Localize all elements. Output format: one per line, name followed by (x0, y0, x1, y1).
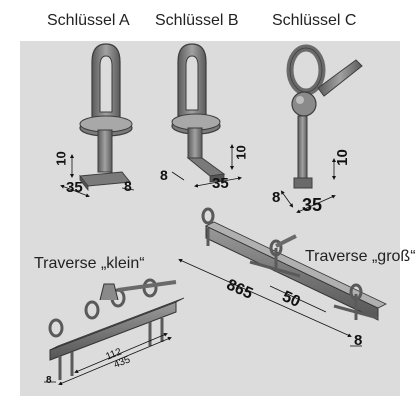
key-c-dim-length: 35 (302, 195, 323, 215)
key-c-title: Schlüssel C (272, 12, 357, 29)
traverse-large-drawing (178, 207, 387, 347)
traverse-small-dim-width: 8 (46, 375, 52, 386)
key-b-title: Schlüssel B (155, 12, 239, 29)
key-a-dim-height: 10 (53, 151, 69, 166)
traverse-large-dim-width: 8 (354, 332, 363, 349)
key-c-dim-height: 10 (333, 149, 351, 166)
key-a-dim-length: 35 (66, 179, 83, 196)
traverse-small-drawing (44, 278, 185, 386)
key-a-title: Schlüssel A (47, 12, 130, 29)
traverse-small-title: Traverse „klein“ (34, 255, 145, 272)
key-b-dim-length: 35 (212, 175, 229, 192)
key-a-drawing (60, 43, 135, 198)
key-c-drawing (280, 44, 363, 214)
key-b-drawing (171, 43, 242, 188)
key-b-dim-width: 8 (160, 167, 168, 183)
key-b-dim-height: 10 (233, 145, 249, 160)
key-c-dim-width: 8 (272, 189, 281, 206)
key-a-dim-width: 8 (124, 178, 132, 194)
